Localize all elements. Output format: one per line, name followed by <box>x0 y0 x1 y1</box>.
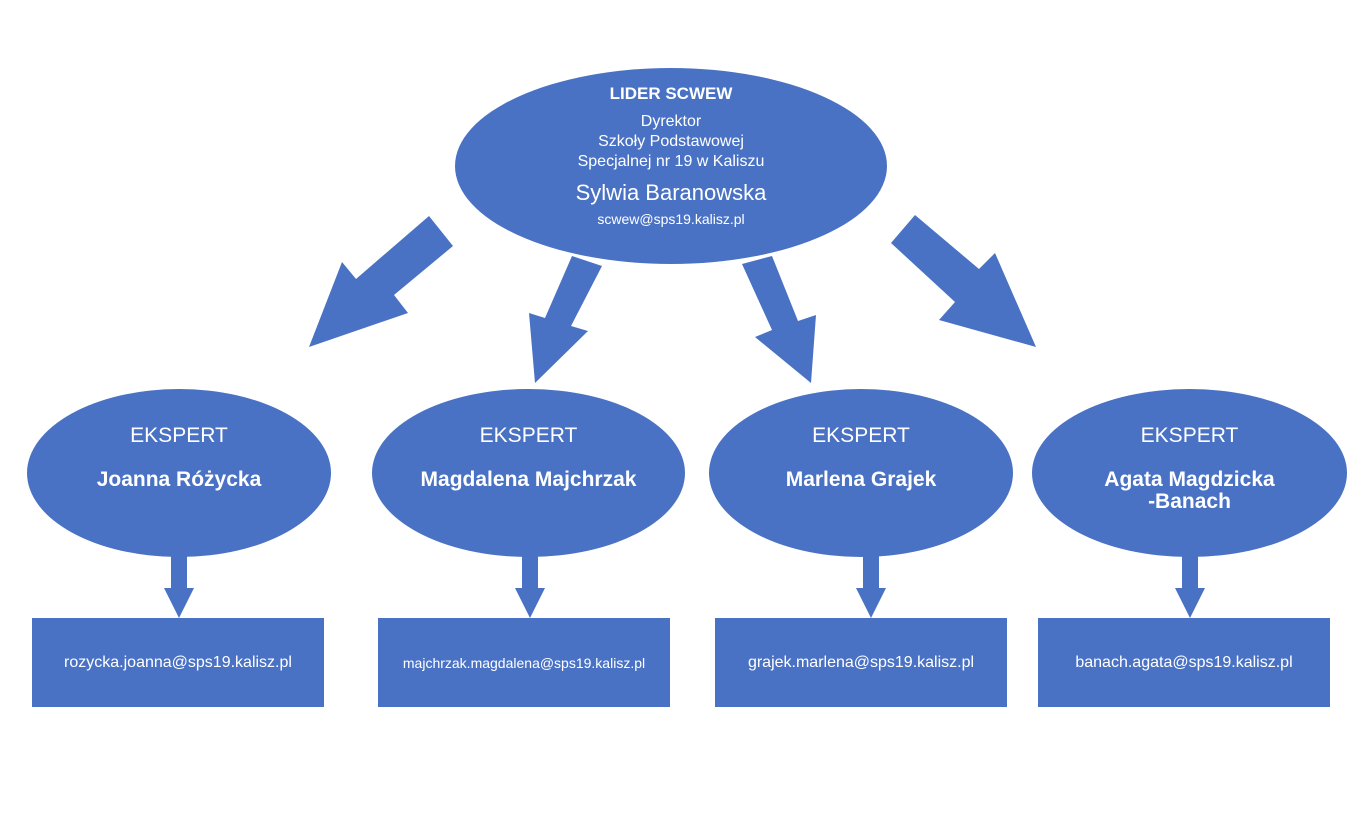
arrow-expert-4-to-email <box>1175 555 1205 618</box>
leader-email: scwew@sps19.kalisz.pl <box>597 211 745 227</box>
expert-node-1: EKSPERT Joanna Różycka <box>27 389 331 557</box>
expert-email-box-3: grajek.marlena@sps19.kalisz.pl <box>715 618 1007 707</box>
expert-email: majchrzak.magdalena@sps19.kalisz.pl <box>402 654 646 671</box>
leader-role-line-2: Szkoły Podstawowej <box>598 133 744 150</box>
expert-label: EKSPERT <box>130 424 228 447</box>
leader-name: Sylwia Baranowska <box>575 180 767 205</box>
expert-email: rozycka.joanna@sps19.kalisz.pl <box>64 653 292 671</box>
arrow-leader-to-expert-4 <box>891 215 1036 347</box>
leader-title: LIDER SCWEW <box>609 84 733 103</box>
expert-email-box-2: majchrzak.magdalena@sps19.kalisz.pl <box>378 618 670 707</box>
expert-node-4: EKSPERT Agata Magdzicka -Banach <box>1032 389 1347 557</box>
arrow-leader-to-expert-1 <box>309 216 453 347</box>
expert-name: Marlena Grajek <box>785 468 937 491</box>
expert-name: Magdalena Majchrzak <box>420 468 637 491</box>
arrow-expert-3-to-email <box>856 555 886 618</box>
leader-role-line-3: Specjalnej nr 19 w Kaliszu <box>577 153 765 170</box>
expert-email-box-4: banach.agata@sps19.kalisz.pl <box>1038 618 1330 707</box>
expert-label: EKSPERT <box>812 424 910 447</box>
expert-name: Agata Magdzicka <box>1104 468 1275 491</box>
expert-label: EKSPERT <box>1140 424 1239 447</box>
arrow-expert-2-to-email <box>515 555 545 618</box>
arrow-leader-to-expert-3 <box>742 256 816 383</box>
expert-label: EKSPERT <box>479 424 578 447</box>
expert-email: grajek.marlena@sps19.kalisz.pl <box>747 653 975 671</box>
leader-role-line-1: Dyrektor <box>640 113 702 130</box>
expert-node-2: EKSPERT Magdalena Majchrzak <box>372 389 685 557</box>
arrow-leader-to-expert-2 <box>529 256 602 383</box>
leader-node: LIDER SCWEW Dyrektor Szkoły Podstawowej … <box>455 68 887 264</box>
expert-node-3: EKSPERT Marlena Grajek <box>709 389 1013 557</box>
expert-name-line-2: -Banach <box>1148 490 1231 513</box>
arrow-expert-1-to-email <box>164 555 194 618</box>
expert-name: Joanna Różycka <box>96 468 262 491</box>
expert-email: banach.agata@sps19.kalisz.pl <box>1075 653 1293 671</box>
expert-email-box-1: rozycka.joanna@sps19.kalisz.pl <box>32 618 324 707</box>
